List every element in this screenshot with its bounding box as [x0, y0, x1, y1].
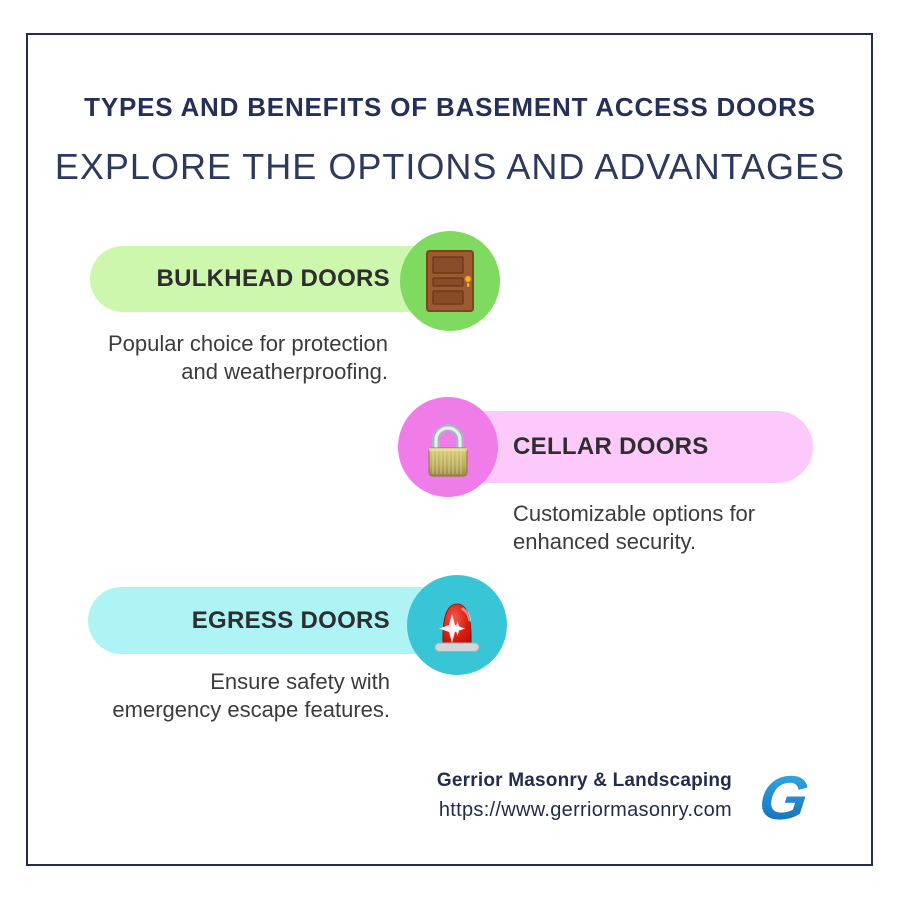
door-icon [426, 250, 474, 312]
cellar-label: CELLAR DOORS [513, 433, 709, 460]
cellar-description-line2: enhanced security. [513, 529, 697, 554]
company-logo-g: G [755, 768, 813, 826]
footer-website-url: https://www.gerriormasonry.com [438, 799, 732, 821]
egress-description-line2: emergency escape features. [112, 697, 390, 722]
siren-icon [434, 603, 480, 652]
bulkhead-description-line2: and weatherproofing. [181, 359, 388, 384]
padlock-icon [428, 424, 468, 477]
bulkhead-label: BULKHEAD DOORS [156, 265, 390, 292]
cellar-description: Customizable options for enhanced securi… [513, 500, 813, 556]
logo-letter: G [755, 768, 813, 826]
egress-label: EGRESS DOORS [191, 606, 390, 634]
cellar-pill [450, 411, 813, 483]
cellar-description-line1: Customizable options for [513, 501, 756, 526]
bulkhead-description-line1: Popular choice for protection [107, 331, 388, 356]
page-title: TYPES AND BENEFITS OF BASEMENT ACCESS DO… [84, 92, 816, 122]
bulkhead-description: Popular choice for protection and weathe… [90, 330, 388, 386]
egress-description: Ensure safety with emergency escape feat… [92, 668, 390, 724]
page-subtitle: EXPLORE THE OPTIONS AND ADVANTAGES [54, 146, 846, 187]
bulkhead-icon-circle [400, 231, 500, 331]
egress-pill [88, 587, 470, 654]
footer: Gerrior Masonry & Landscaping https://ww… [437, 770, 732, 822]
egress-icon-circle [407, 575, 507, 675]
footer-company-name: Gerrior Masonry & Landscaping [436, 770, 732, 791]
cellar-icon-circle [398, 397, 498, 497]
egress-description-line1: Ensure safety with [210, 669, 390, 694]
